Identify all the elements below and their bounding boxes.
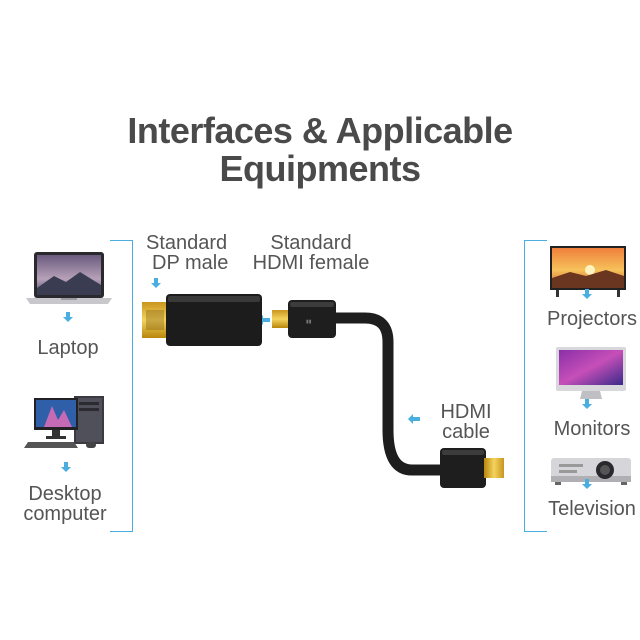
projectors-label: Projectors bbox=[546, 308, 638, 330]
projector-icon bbox=[551, 458, 631, 485]
dp-label-line-1: Standard bbox=[146, 232, 228, 254]
hdmi-female-label: Standard HDMI female bbox=[246, 233, 376, 273]
arrow-down-icon bbox=[582, 399, 592, 409]
arrow-down-icon bbox=[61, 462, 71, 472]
right-bracket bbox=[524, 240, 547, 532]
desktop-computer-icon bbox=[24, 396, 104, 448]
desktop-computer-label: Desktop computer bbox=[10, 484, 120, 524]
desktop-label-line-2: computer bbox=[23, 503, 107, 525]
arrow-down-icon bbox=[151, 278, 161, 288]
cable-label-line-1: HDMI bbox=[440, 401, 492, 423]
svg-text:▮▮: ▮▮ bbox=[306, 319, 312, 325]
television-screen-icon bbox=[550, 246, 626, 297]
arrow-down-icon bbox=[582, 289, 592, 299]
arrow-down-icon bbox=[582, 479, 592, 489]
laptop-label: Laptop bbox=[37, 337, 99, 359]
monitor-icon bbox=[556, 347, 626, 399]
hdmi-label-line-2: HDMI female bbox=[252, 252, 370, 274]
arrow-down-icon bbox=[63, 312, 73, 322]
television-label: Television bbox=[548, 498, 636, 520]
laptop-icon bbox=[26, 252, 112, 304]
arrow-left-icon bbox=[408, 414, 420, 424]
hdmi-cable-label: HDMI cable bbox=[426, 402, 506, 442]
dp-label-line-2: DP male bbox=[152, 252, 229, 274]
title-line-1: Interfaces & Applicable bbox=[127, 110, 513, 151]
hdmi-label-line-1: Standard bbox=[270, 232, 352, 254]
title-line-2: Equipments bbox=[219, 148, 421, 189]
page-title: Interfaces & Applicable Equipments bbox=[0, 112, 640, 188]
cable-label-line-2: cable bbox=[442, 421, 490, 443]
desktop-label-line-1: Desktop bbox=[28, 483, 102, 505]
monitors-label: Monitors bbox=[553, 418, 631, 440]
dp-male-label: Standard DP male bbox=[146, 233, 228, 273]
dp-to-hdmi-adapter-cable: ▮▮ bbox=[142, 294, 504, 488]
left-bracket bbox=[110, 240, 133, 532]
